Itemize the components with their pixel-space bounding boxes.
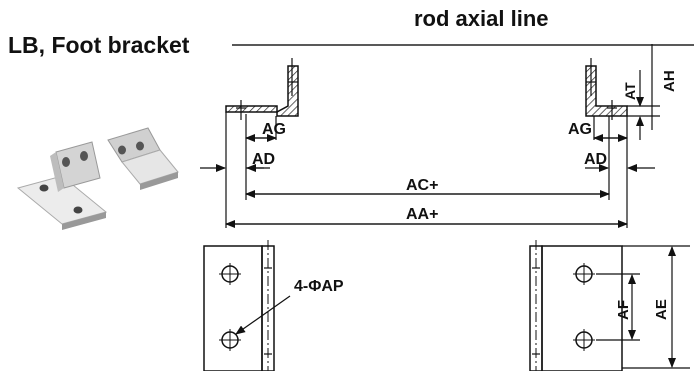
dim-ag-right: AG xyxy=(568,121,592,138)
rod-axis-label: rod axial line xyxy=(414,6,549,31)
foot-bracket-photo xyxy=(16,127,179,230)
diagram-title: LB, Foot bracket xyxy=(8,32,190,58)
dim-ad-right: AD xyxy=(584,151,607,168)
dim-aa: AA+ xyxy=(406,206,438,223)
dim-af: AF xyxy=(615,300,632,320)
dim-ad-left: AD xyxy=(252,151,275,168)
left-bracket-top-view xyxy=(203,240,291,371)
dim-ah: AH xyxy=(661,70,678,92)
dim-ag-left: AG xyxy=(262,121,286,138)
dimension-lines xyxy=(200,134,655,228)
dim-ac: AC+ xyxy=(406,177,438,194)
dim-ap: 4-ΦAP xyxy=(294,278,344,295)
dim-ae: AE xyxy=(653,299,670,320)
dim-at: AT xyxy=(622,82,638,100)
left-bracket-side-view xyxy=(225,58,299,228)
right-bracket-side-view xyxy=(585,44,660,228)
right-bracket-top-view xyxy=(529,240,690,371)
